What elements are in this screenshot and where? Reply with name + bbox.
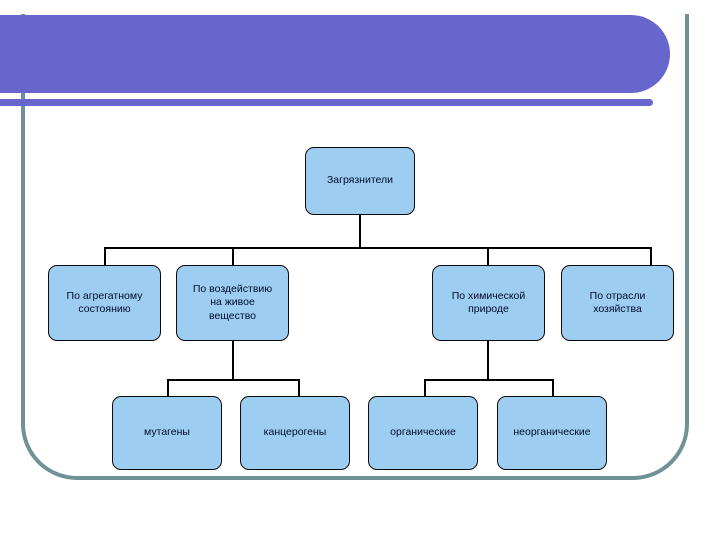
connector-drop-aggregate [104, 247, 106, 266]
connector-drop-chemical [487, 247, 489, 266]
node-by-economic-sector[interactable]: По отрасли хозяйства [561, 265, 674, 341]
connector-drop-impact [232, 247, 234, 266]
title-banner [0, 15, 670, 93]
connector-drop-carcinogens [298, 379, 300, 397]
connector-root-stem [359, 215, 361, 249]
connector-drop-industry [650, 247, 652, 266]
connector-level2-bus [104, 247, 652, 249]
node-by-aggregate-state[interactable]: По агрегатному состоянию [48, 265, 161, 341]
node-by-impact-on-living-matter[interactable]: По воздействию на живое вещество [176, 265, 289, 341]
title-banner-rule [0, 99, 653, 106]
node-by-chemical-nature[interactable]: По химической природе [432, 265, 545, 341]
connector-drop-organic [424, 379, 426, 397]
connector-drop-inorganic [552, 379, 554, 397]
node-inorganic[interactable]: неорганические [497, 396, 607, 470]
connector-chemical-bus [424, 379, 554, 381]
connector-impact-bus [167, 379, 300, 381]
node-mutagens[interactable]: мутагены [112, 396, 222, 470]
node-root-pollutants[interactable]: Загрязнители [305, 147, 415, 215]
connector-impact-stem [232, 341, 234, 381]
connector-chemical-stem [487, 341, 489, 381]
node-carcinogens[interactable]: канцерогены [240, 396, 350, 470]
connector-drop-mutagens [167, 379, 169, 397]
node-organic[interactable]: органические [368, 396, 478, 470]
